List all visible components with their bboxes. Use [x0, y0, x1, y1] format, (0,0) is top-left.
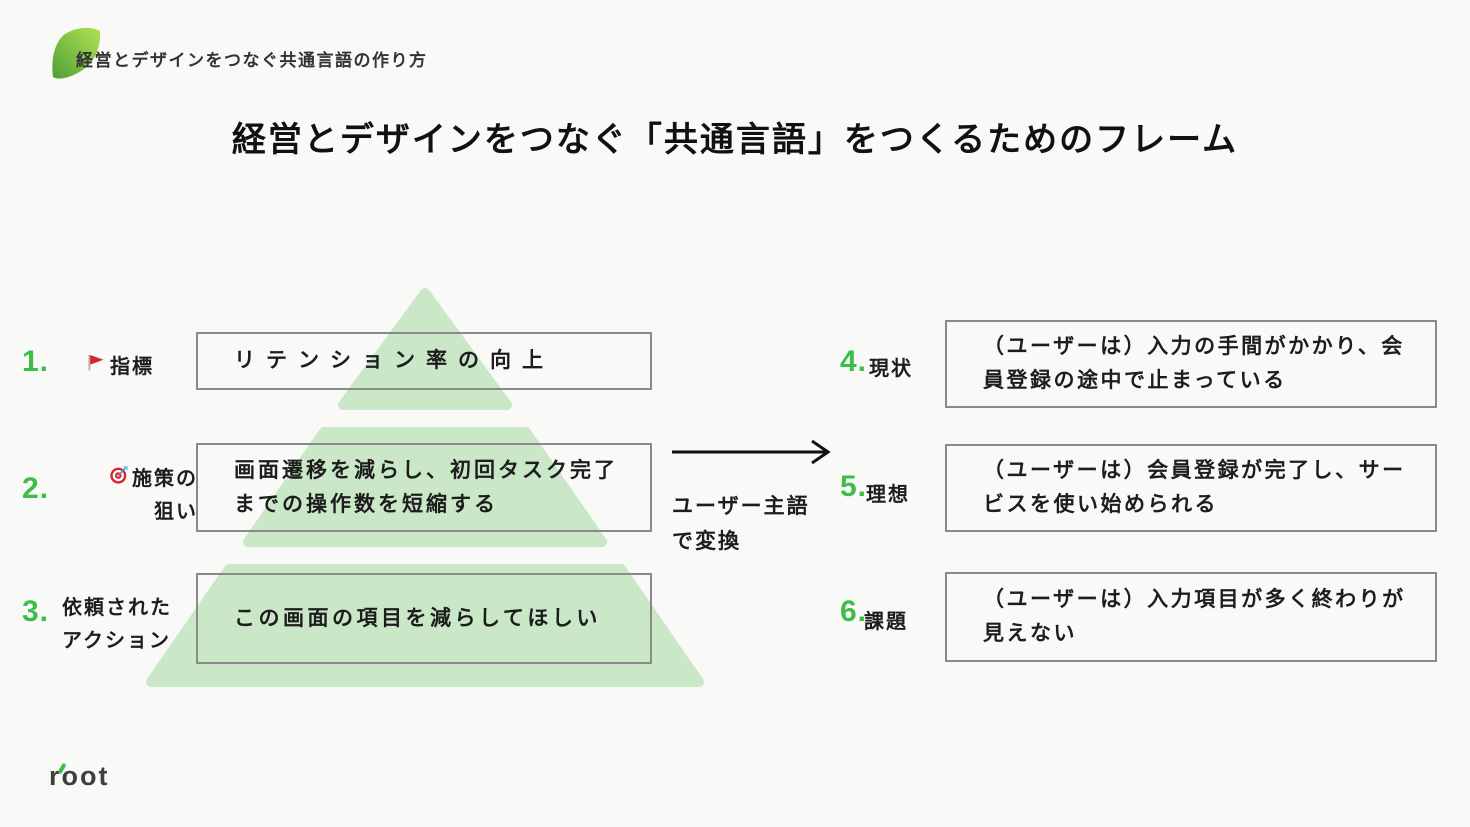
box-text-line: 見えない [983, 622, 1077, 645]
item-label-riso: 理想 [866, 484, 910, 506]
box-text-line: ビスを使い始められる [983, 493, 1218, 516]
content-box-requested-action: この画面の項目を減らしてほしい [196, 573, 652, 664]
item-label-text: 依頼された [62, 597, 172, 619]
item-label-shihyo: 指標 [86, 351, 154, 384]
item-label-text: 指標 [110, 356, 154, 378]
breadcrumb: 経営とデザインをつなぐ共通言語の作り方 [76, 51, 428, 70]
content-box-current-state: （ユーザーは）入力の手間がかかり、会 員登録の途中で止まっている [945, 320, 1437, 408]
content-box-issue: （ユーザーは）入力項目が多く終わりが 見えない [945, 572, 1437, 662]
item-number-5: 5. [840, 470, 868, 503]
box-text-line: 画面遷移を減らし、初回タスク完了 [234, 458, 618, 482]
item-label-shisaku: 施策の 狙い [58, 463, 198, 529]
box-text-line: 員登録の途中で止まっている [983, 369, 1287, 392]
content-box-indicator: リテンション率の向上 [196, 332, 652, 390]
content-box-measure: 画面遷移を減らし、初回タスク完了 までの操作数を短縮する [196, 443, 652, 532]
box-text-line: （ユーザーは）入力の手間がかかり、会 [983, 335, 1405, 358]
content-box-ideal: （ユーザーは）会員登録が完了し、サー ビスを使い始められる [945, 444, 1437, 532]
transform-arrow-icon [672, 439, 831, 465]
item-number-3: 3. [22, 595, 50, 628]
box-text-line: この画面の項目を減らしてほしい [234, 606, 601, 630]
box-text-line: までの操作数を短縮する [234, 492, 498, 516]
item-label-text: 施策の [132, 468, 198, 490]
box-text-line: （ユーザーは）入力項目が多く終わりが [983, 588, 1406, 611]
leaf-icon [52, 27, 101, 79]
item-number-4: 4. [840, 345, 868, 378]
item-label-irai-action: 依頼された アクション [62, 592, 172, 658]
item-label-kadai: 課題 [864, 611, 908, 633]
transform-label: ユーザー主語 で変換 [672, 489, 810, 559]
item-number-2: 2. [22, 472, 50, 505]
transform-label-line: で変換 [672, 530, 741, 553]
flag-icon [86, 351, 107, 384]
page-title: 経営とデザインをつなぐ「共通言語」をつくるためのフレーム [231, 121, 1239, 159]
target-icon [109, 463, 129, 496]
transform-label-line: ユーザー主語 [672, 495, 810, 518]
item-label-text: 狙い [154, 501, 198, 523]
item-label-genjo: 現状 [869, 358, 913, 380]
item-label-text: アクション [62, 630, 171, 652]
box-text-line: リテンション率の向上 [234, 349, 554, 372]
root-logo: root [49, 761, 110, 791]
item-number-1: 1. [22, 345, 50, 378]
box-text-line: （ユーザーは）会員登録が完了し、サー [983, 459, 1406, 482]
item-number-6: 6. [840, 595, 868, 628]
